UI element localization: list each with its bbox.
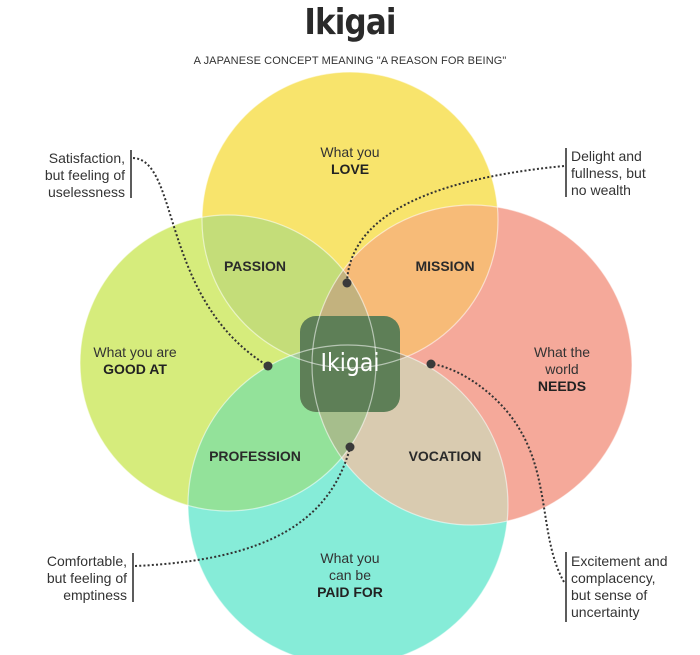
zone-profession: PROFESSION xyxy=(209,448,301,464)
page-subtitle: A JAPANESE CONCEPT MEANING "A REASON FOR… xyxy=(193,55,507,67)
dot-passion-mission xyxy=(342,278,352,288)
note-bottom-left-line: Comfortable, xyxy=(46,553,127,569)
note-bottom-right-line: but sense of xyxy=(571,587,648,603)
label-love-strong: LOVE xyxy=(330,161,370,177)
note-top-right: Delight and fullness, but no wealth xyxy=(571,148,696,199)
zone-mission: MISSION xyxy=(415,258,475,274)
page-title: Ikigai xyxy=(304,2,396,43)
dot-passion-good xyxy=(263,361,273,371)
dot-mission-vocation xyxy=(426,359,436,369)
label-paid-line1: What you xyxy=(320,550,380,566)
zone-vocation: VOCATION xyxy=(408,448,482,464)
label-paid-for: What you can be PAID FOR xyxy=(290,550,410,601)
label-good-at: What you are GOOD AT xyxy=(70,344,200,378)
dot-profession-paid xyxy=(345,442,355,452)
connector-bottom-left xyxy=(134,447,351,567)
note-bottom-right: Excitement and complacency, but sense of… xyxy=(571,553,696,621)
label-needs: What the world NEEDS xyxy=(512,344,612,395)
note-bottom-left-line: emptiness xyxy=(63,587,127,603)
connector-top-right xyxy=(346,165,565,283)
note-top-right-line: fullness, but xyxy=(571,165,646,181)
note-top-left: Satisfaction, but feeling of uselessness xyxy=(10,150,125,201)
center-ikigai-box xyxy=(300,316,400,412)
label-needs-line1: What the xyxy=(533,344,591,360)
label-good-at-line1: What you are xyxy=(93,344,177,360)
connector-top-left xyxy=(132,157,269,367)
note-top-left-line: uselessness xyxy=(47,184,125,200)
note-bottom-right-line: Excitement and xyxy=(571,553,668,569)
note-bottom-right-line: uncertainty xyxy=(571,604,640,620)
note-top-left-line: but feeling of xyxy=(44,167,125,183)
center-ikigai-label: Ikigai xyxy=(320,348,380,377)
note-bottom-left: Comfortable, but feeling of emptiness xyxy=(10,553,127,604)
label-paid-line2: can be xyxy=(328,567,372,583)
note-top-left-line: Satisfaction, xyxy=(48,150,125,166)
note-bottom-left-line: but feeling of xyxy=(46,570,127,586)
label-love: What you LOVE xyxy=(300,144,400,178)
label-paid-strong: PAID FOR xyxy=(317,584,383,600)
note-top-right-line: Delight and xyxy=(571,148,642,164)
zone-passion: PASSION xyxy=(224,258,286,274)
label-love-line1: What you xyxy=(320,144,380,160)
label-good-at-strong: GOOD AT xyxy=(103,361,167,377)
note-bottom-right-line: complacency, xyxy=(571,570,656,586)
label-needs-line2: world xyxy=(545,361,579,377)
label-needs-strong: NEEDS xyxy=(537,378,587,394)
note-top-right-line: no wealth xyxy=(571,182,631,198)
